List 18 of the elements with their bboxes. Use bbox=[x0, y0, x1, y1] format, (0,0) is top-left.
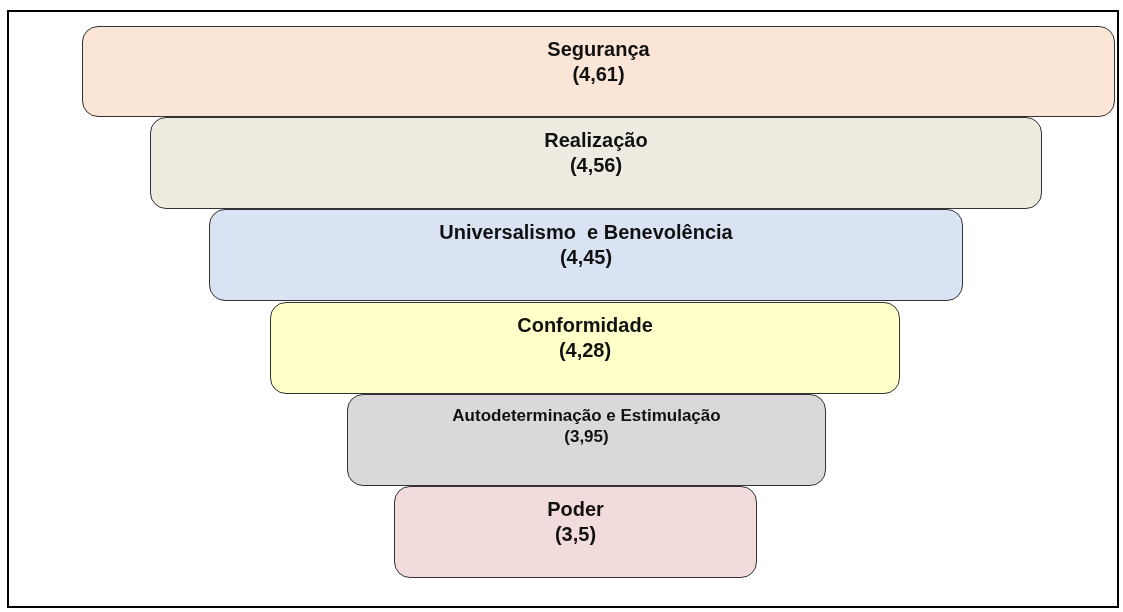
score-value: (3,95) bbox=[564, 426, 609, 448]
band-label: Realização bbox=[544, 128, 648, 153]
funnel-band bbox=[209, 209, 963, 301]
band-label: Universalismo e Benevolência bbox=[439, 220, 733, 245]
funnel-band bbox=[270, 302, 900, 394]
band-label: Autodeterminação e Estimulação bbox=[452, 405, 721, 427]
band-label: Conformidade bbox=[517, 313, 653, 338]
funnel-band bbox=[394, 486, 757, 578]
score-value: (4,61) bbox=[572, 62, 625, 87]
score-value: (4,56) bbox=[569, 153, 623, 178]
score-value: (4,45) bbox=[559, 245, 613, 270]
funnel-band bbox=[150, 117, 1042, 209]
band-label: Poder bbox=[547, 497, 604, 522]
band-label: Segurança bbox=[547, 37, 650, 62]
funnel-band bbox=[82, 26, 1115, 117]
score-value: (3,5) bbox=[554, 522, 597, 547]
score-value: (4,28) bbox=[558, 338, 612, 363]
funnel-band bbox=[347, 394, 826, 486]
